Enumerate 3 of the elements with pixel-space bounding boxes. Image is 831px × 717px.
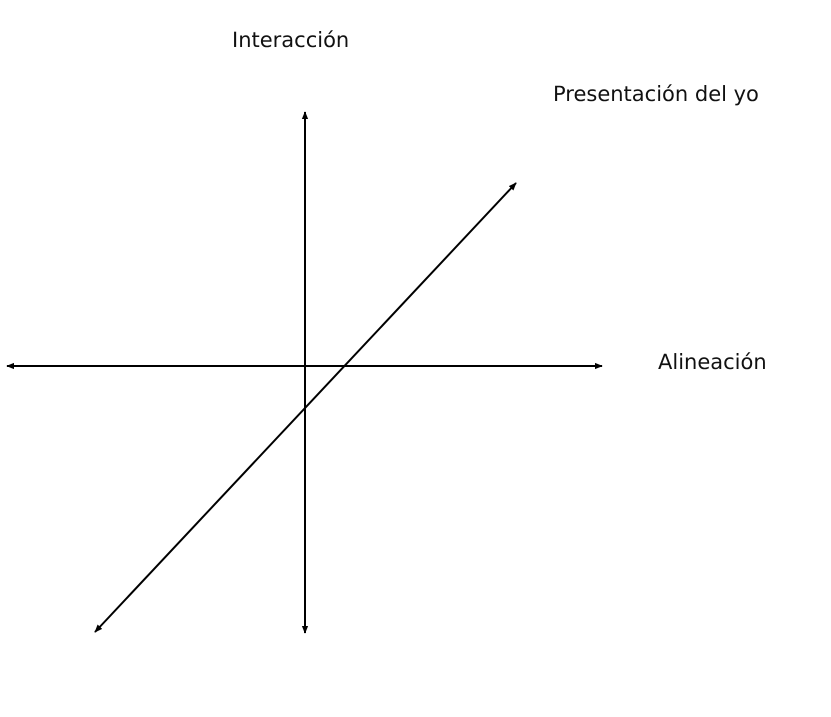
axis-label: Presentación del yo <box>553 84 759 105</box>
axis-label: Alineación <box>658 352 767 373</box>
axis-label: Interacción <box>232 30 350 51</box>
